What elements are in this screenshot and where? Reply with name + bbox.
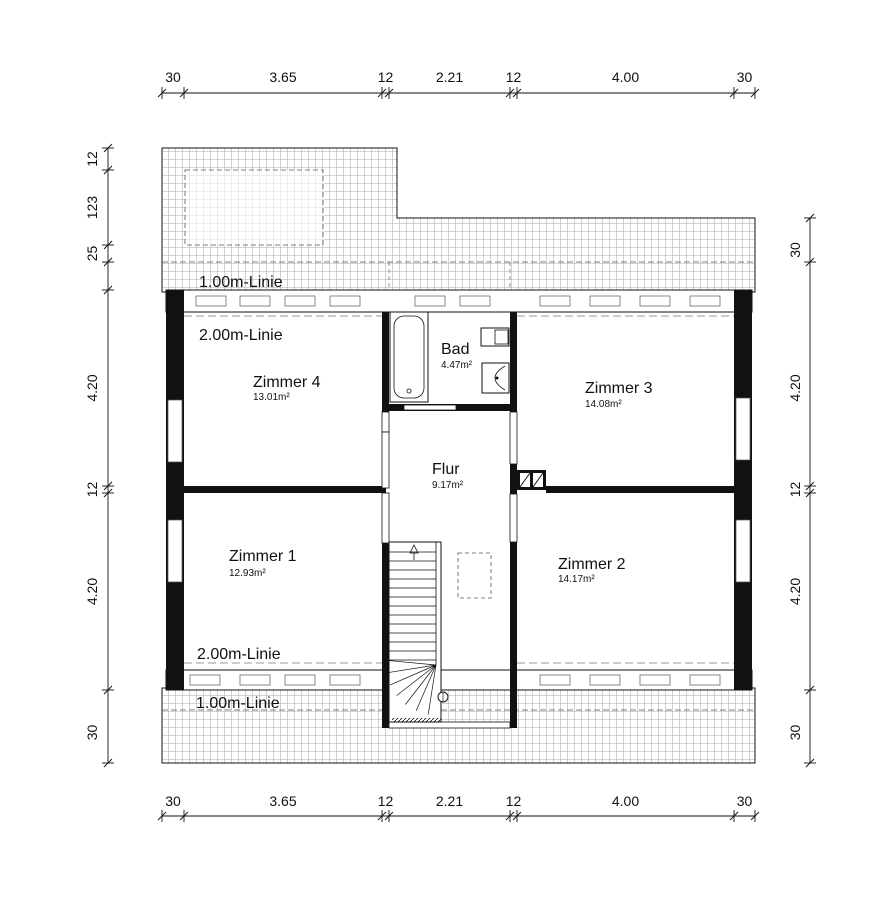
top-dimension-0: 30	[165, 69, 181, 85]
bottom-dimension-0: 30	[165, 793, 181, 809]
svg-text:14.17m²: 14.17m²	[558, 574, 595, 585]
dimension-labels: 30 3.65 12 2.21 12 4.00 30 30 3.65 12 2.21 12 4.00 30…	[84, 69, 803, 809]
room-label-zimmer-4: Zimmer 4 13.01m²	[253, 374, 321, 403]
top-dimension-1: 3.65	[269, 69, 296, 85]
left-dimension-4: 12	[84, 482, 100, 498]
bottom-dimension-2: 12	[378, 793, 394, 809]
room-label-bad: Bad 4.47m²	[441, 341, 473, 371]
left-dimension-6: 30	[84, 725, 100, 741]
top-dimension-3: 2.21	[436, 69, 463, 85]
bottom-dimension-6: 30	[737, 793, 753, 809]
outer-walls	[165, 289, 753, 691]
interior-walls	[184, 312, 734, 729]
svg-text:Bad: Bad	[441, 341, 469, 358]
top-windows	[195, 295, 721, 307]
room-label-zimmer-2: Zimmer 2 14.17m²	[558, 556, 626, 585]
label-top-1m-line: 1.00m-Linie	[199, 274, 283, 291]
right-dimension-2: 12	[787, 482, 803, 498]
label-bottom-2m-line: 2.00m-Linie	[197, 646, 281, 663]
left-dimension-0: 12	[84, 151, 100, 167]
label-bottom-1m-line: 1.00m-Linie	[196, 695, 280, 712]
sink-icon	[481, 362, 510, 394]
svg-text:4.47m²: 4.47m²	[441, 360, 473, 371]
bathtub-icon	[389, 311, 429, 403]
top-dimension-6: 30	[737, 69, 753, 85]
svg-text:Flur: Flur	[432, 461, 460, 478]
svg-text:14.08m²: 14.08m²	[585, 399, 622, 410]
svg-text:Zimmer 4: Zimmer 4	[253, 374, 321, 391]
top-dimension-5: 4.00	[612, 69, 639, 85]
left-dimension-1: 123	[84, 196, 100, 220]
right-dimension-1: 4.20	[787, 374, 803, 401]
svg-text:Zimmer 2: Zimmer 2	[558, 556, 626, 573]
dimension-lines	[102, 87, 816, 822]
room-label-zimmer-1: Zimmer 1 12.93m²	[229, 548, 297, 579]
bottom-dimension-5: 4.00	[612, 793, 639, 809]
bottom-windows	[189, 674, 721, 686]
room-label-flur: Flur 9.17m²	[432, 461, 464, 491]
top-dimension-2: 12	[378, 69, 394, 85]
svg-text:Zimmer 1: Zimmer 1	[229, 548, 297, 565]
right-dimension-4: 30	[787, 725, 803, 741]
attic-hatch	[457, 552, 492, 599]
label-top-2m-line: 2.00m-Linie	[199, 327, 283, 344]
top-dimension-4: 12	[506, 69, 522, 85]
right-dimension-3: 4.20	[787, 578, 803, 605]
svg-text:13.01m²: 13.01m²	[253, 392, 290, 403]
height-lines	[184, 262, 734, 664]
toilet-icon	[480, 327, 510, 347]
staircase-icon	[386, 541, 449, 723]
left-dimension-2: 25	[84, 246, 100, 262]
right-dimension-0: 30	[787, 242, 803, 258]
roof-top	[161, 147, 756, 293]
left-dimension-3: 4.20	[84, 374, 100, 401]
svg-text:Zimmer 3: Zimmer 3	[585, 380, 653, 397]
svg-text:9.17m²: 9.17m²	[432, 480, 464, 491]
svg-text:12.93m²: 12.93m²	[229, 568, 266, 579]
left-dimension-5: 4.20	[84, 578, 100, 605]
bottom-dimension-3: 2.21	[436, 793, 463, 809]
bottom-dimension-4: 12	[506, 793, 522, 809]
room-label-zimmer-3: Zimmer 3 14.08m²	[585, 380, 653, 410]
bottom-dimension-1: 3.65	[269, 793, 296, 809]
